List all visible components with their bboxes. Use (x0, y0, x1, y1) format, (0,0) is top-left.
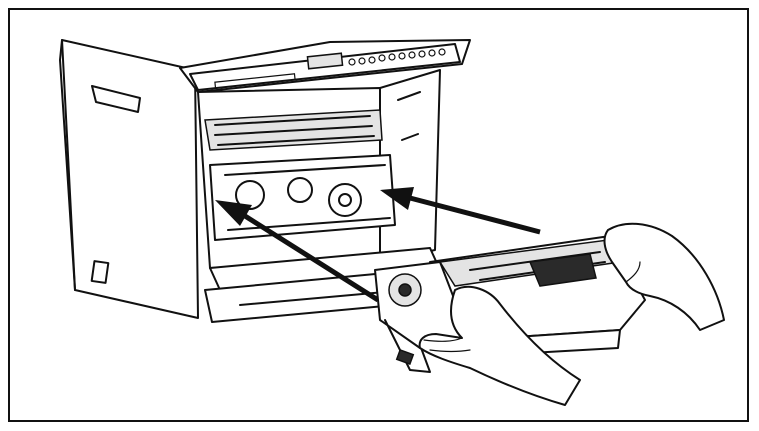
control-panel-buttons (214, 48, 446, 89)
internal-gears (224, 164, 391, 231)
insertion-arrow-icon (215, 187, 541, 303)
printer-icon (59, 39, 471, 323)
toner-cartridge-icon (374, 235, 646, 373)
hand-icon (418, 222, 725, 406)
